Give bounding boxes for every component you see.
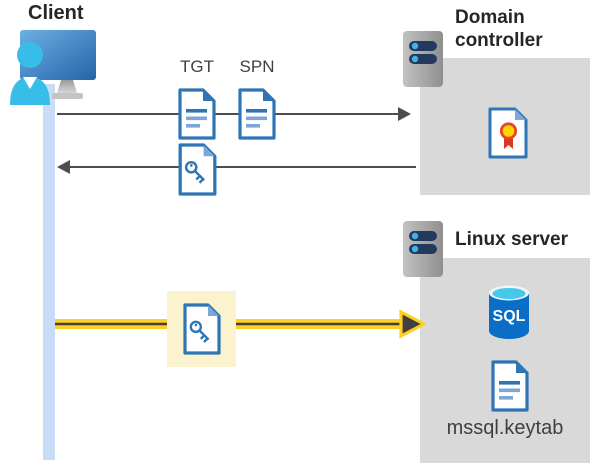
linux-server-icon	[402, 220, 444, 278]
tgt-document-icon	[177, 88, 217, 140]
client-computer-icon	[5, 22, 105, 108]
spn-document-icon	[237, 88, 277, 140]
yellow-arrow-icon	[55, 309, 425, 339]
client-timeline-bar	[43, 84, 55, 460]
spn-label: SPN	[239, 57, 275, 76]
response-arrowhead-icon	[57, 160, 70, 174]
keytab-auth-arrow	[55, 307, 425, 341]
domain-controller-server-icon	[402, 30, 444, 88]
domain-controller-label: Domain controller	[455, 7, 543, 51]
response-arrow-line	[70, 166, 416, 168]
client-label: Client	[28, 2, 84, 24]
sql-icon-label: SQL	[493, 308, 526, 325]
request-arrowhead-icon	[398, 107, 411, 121]
sql-database-icon: SQL	[486, 284, 532, 340]
keytab-file-document-icon	[489, 360, 531, 412]
ticket-key-document-icon	[177, 143, 218, 196]
certificate-icon	[486, 107, 530, 159]
keytab-file-label: mssql.keytab	[446, 417, 564, 439]
linux-server-label: Linux server	[455, 229, 568, 250]
keytab-key-document-icon	[181, 303, 223, 355]
tgt-label: TGT	[180, 57, 214, 76]
request-arrow-line	[57, 113, 399, 115]
